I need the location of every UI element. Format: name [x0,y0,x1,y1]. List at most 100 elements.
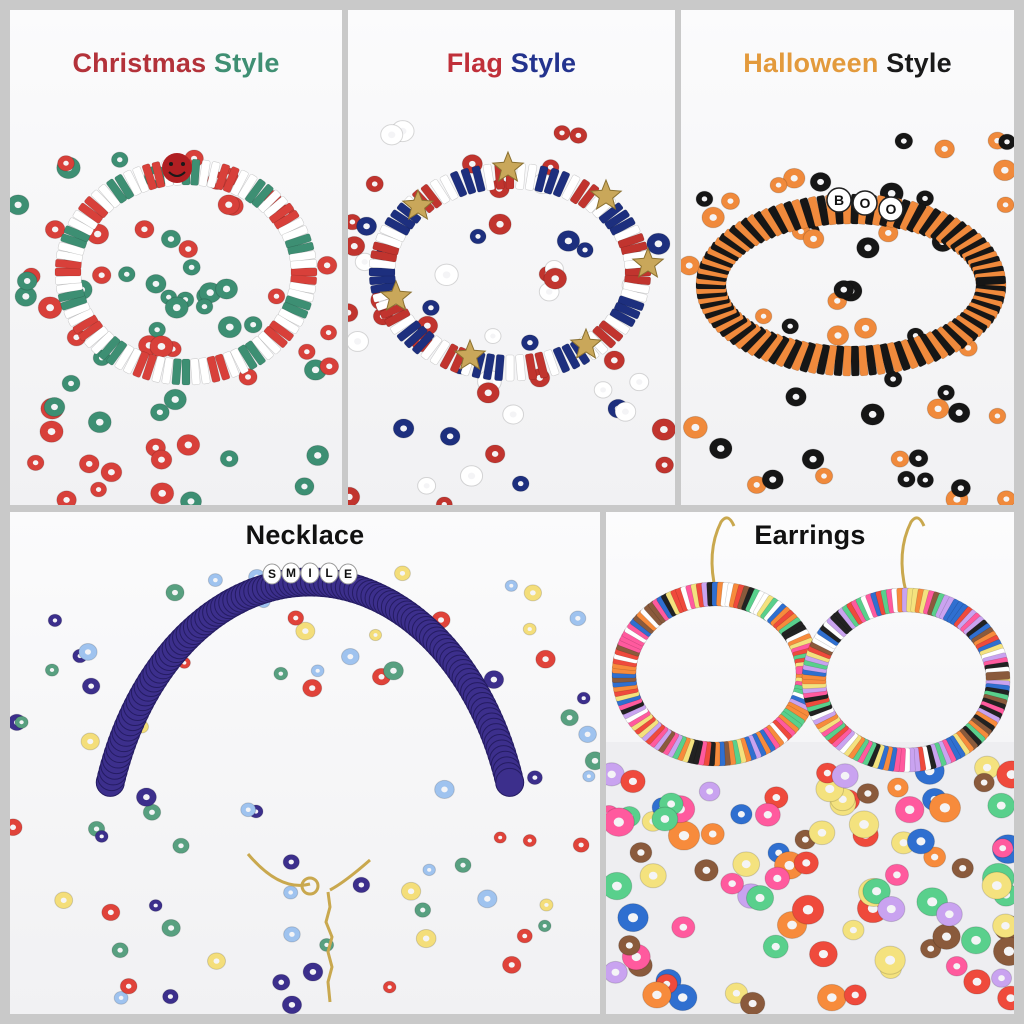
loose-bead [988,407,1007,425]
loose-bead [695,190,714,208]
bracelet-bead [368,267,396,277]
loose-bead [877,896,906,923]
loose-bead [537,919,552,933]
loose-bead [996,196,1014,214]
necklace-bead [495,767,525,797]
bracelet-bead [604,209,630,230]
loose-bead [217,315,242,339]
loose-bead [843,984,867,1006]
title-word-2: Style [214,48,280,78]
loose-bead [681,255,701,276]
bracelet-bead [412,330,435,355]
bracelet-bead [206,355,221,383]
bracelet-bead [72,209,99,230]
loose-bead [217,194,240,216]
bracelet-bead [429,179,450,205]
bracelet-bead [420,184,443,209]
loose-bead [176,433,201,456]
svg-text:O: O [886,201,897,217]
loose-bead [149,335,174,358]
bracelet-bead [482,353,496,381]
loose-bead [179,491,203,505]
bracelet-bead [269,202,294,224]
bracelet-bead [273,314,300,335]
loose-bead [111,151,129,168]
loose-bead [26,454,45,471]
bracelet-bead [257,331,281,355]
loose-bead [160,229,182,249]
loose-bead [272,973,291,991]
bracelet-bead [850,345,860,377]
loose-bead [150,449,173,470]
loose-bead [973,772,995,793]
loose-bead [383,661,404,681]
loose-bead [801,448,825,470]
halloween-style-title: Halloween Style [681,48,1014,79]
loose-bead [484,328,502,344]
bracelet-bead [543,167,560,195]
loose-bead [243,315,263,334]
loose-bead [894,796,925,824]
bracelet-bead [72,314,99,335]
loose-bead [963,969,991,995]
loose-bead [400,881,422,901]
loose-bead [91,266,112,285]
loose-bead [163,388,187,411]
svg-text:S: S [268,567,276,581]
bracelet-bead [975,275,1007,286]
loose-bead [172,837,190,854]
flag-style-panel: Flag Style [348,10,675,505]
loose-bead [671,916,696,939]
loose-bead [617,903,649,933]
bracelet-bead [577,184,600,209]
loose-bead [101,903,121,922]
loose-bead [78,643,98,661]
bracelet-bead [552,346,570,374]
bracelet-bead [439,343,459,370]
bracelet-bead [106,178,128,204]
bracelet-bead [222,166,240,193]
loose-bead [522,834,537,848]
loose-bead [511,475,530,492]
loose-bead [281,995,303,1014]
loose-bead [302,962,324,982]
loose-bead [80,732,100,751]
bracelet-bead [290,267,318,277]
christmas-style-panel: Christmas Style [10,10,342,505]
bracelet-bead [91,331,115,355]
loose-bead [553,124,571,141]
loose-bead [392,418,415,439]
loose-bead [394,565,411,582]
loose-bead [572,837,590,853]
loose-bead [842,919,865,941]
bracelet-bead [269,320,294,342]
loose-bead [165,583,185,602]
loose-bead [161,918,181,937]
bracelet-bead [63,301,91,319]
bracelet-bead [598,320,624,342]
loose-bead [694,858,719,882]
loose-bead [730,803,753,825]
star-bead-icon [401,188,435,220]
flag-bracelet-image [348,120,675,505]
loose-bead [215,278,239,300]
loose-bead [476,382,500,404]
bracelet-bead [609,217,636,236]
loose-bead [791,894,825,925]
loose-bead [382,980,397,994]
bracelet-bead [505,354,515,382]
loose-bead [698,781,721,802]
bracelet-bead [123,348,142,375]
christmas-bracelet-image [10,149,340,505]
loose-bead [365,175,384,193]
loose-bead [287,610,305,626]
bracelet-bead [244,178,266,204]
loose-bead [996,760,1014,789]
bracelet-bead [54,267,82,277]
loose-bead [319,324,338,341]
bracelet-bead [494,354,505,382]
loose-bead [651,418,675,441]
bracelet-bead [375,233,403,249]
loose-bead [856,236,880,259]
bracelet-bead [114,174,135,200]
